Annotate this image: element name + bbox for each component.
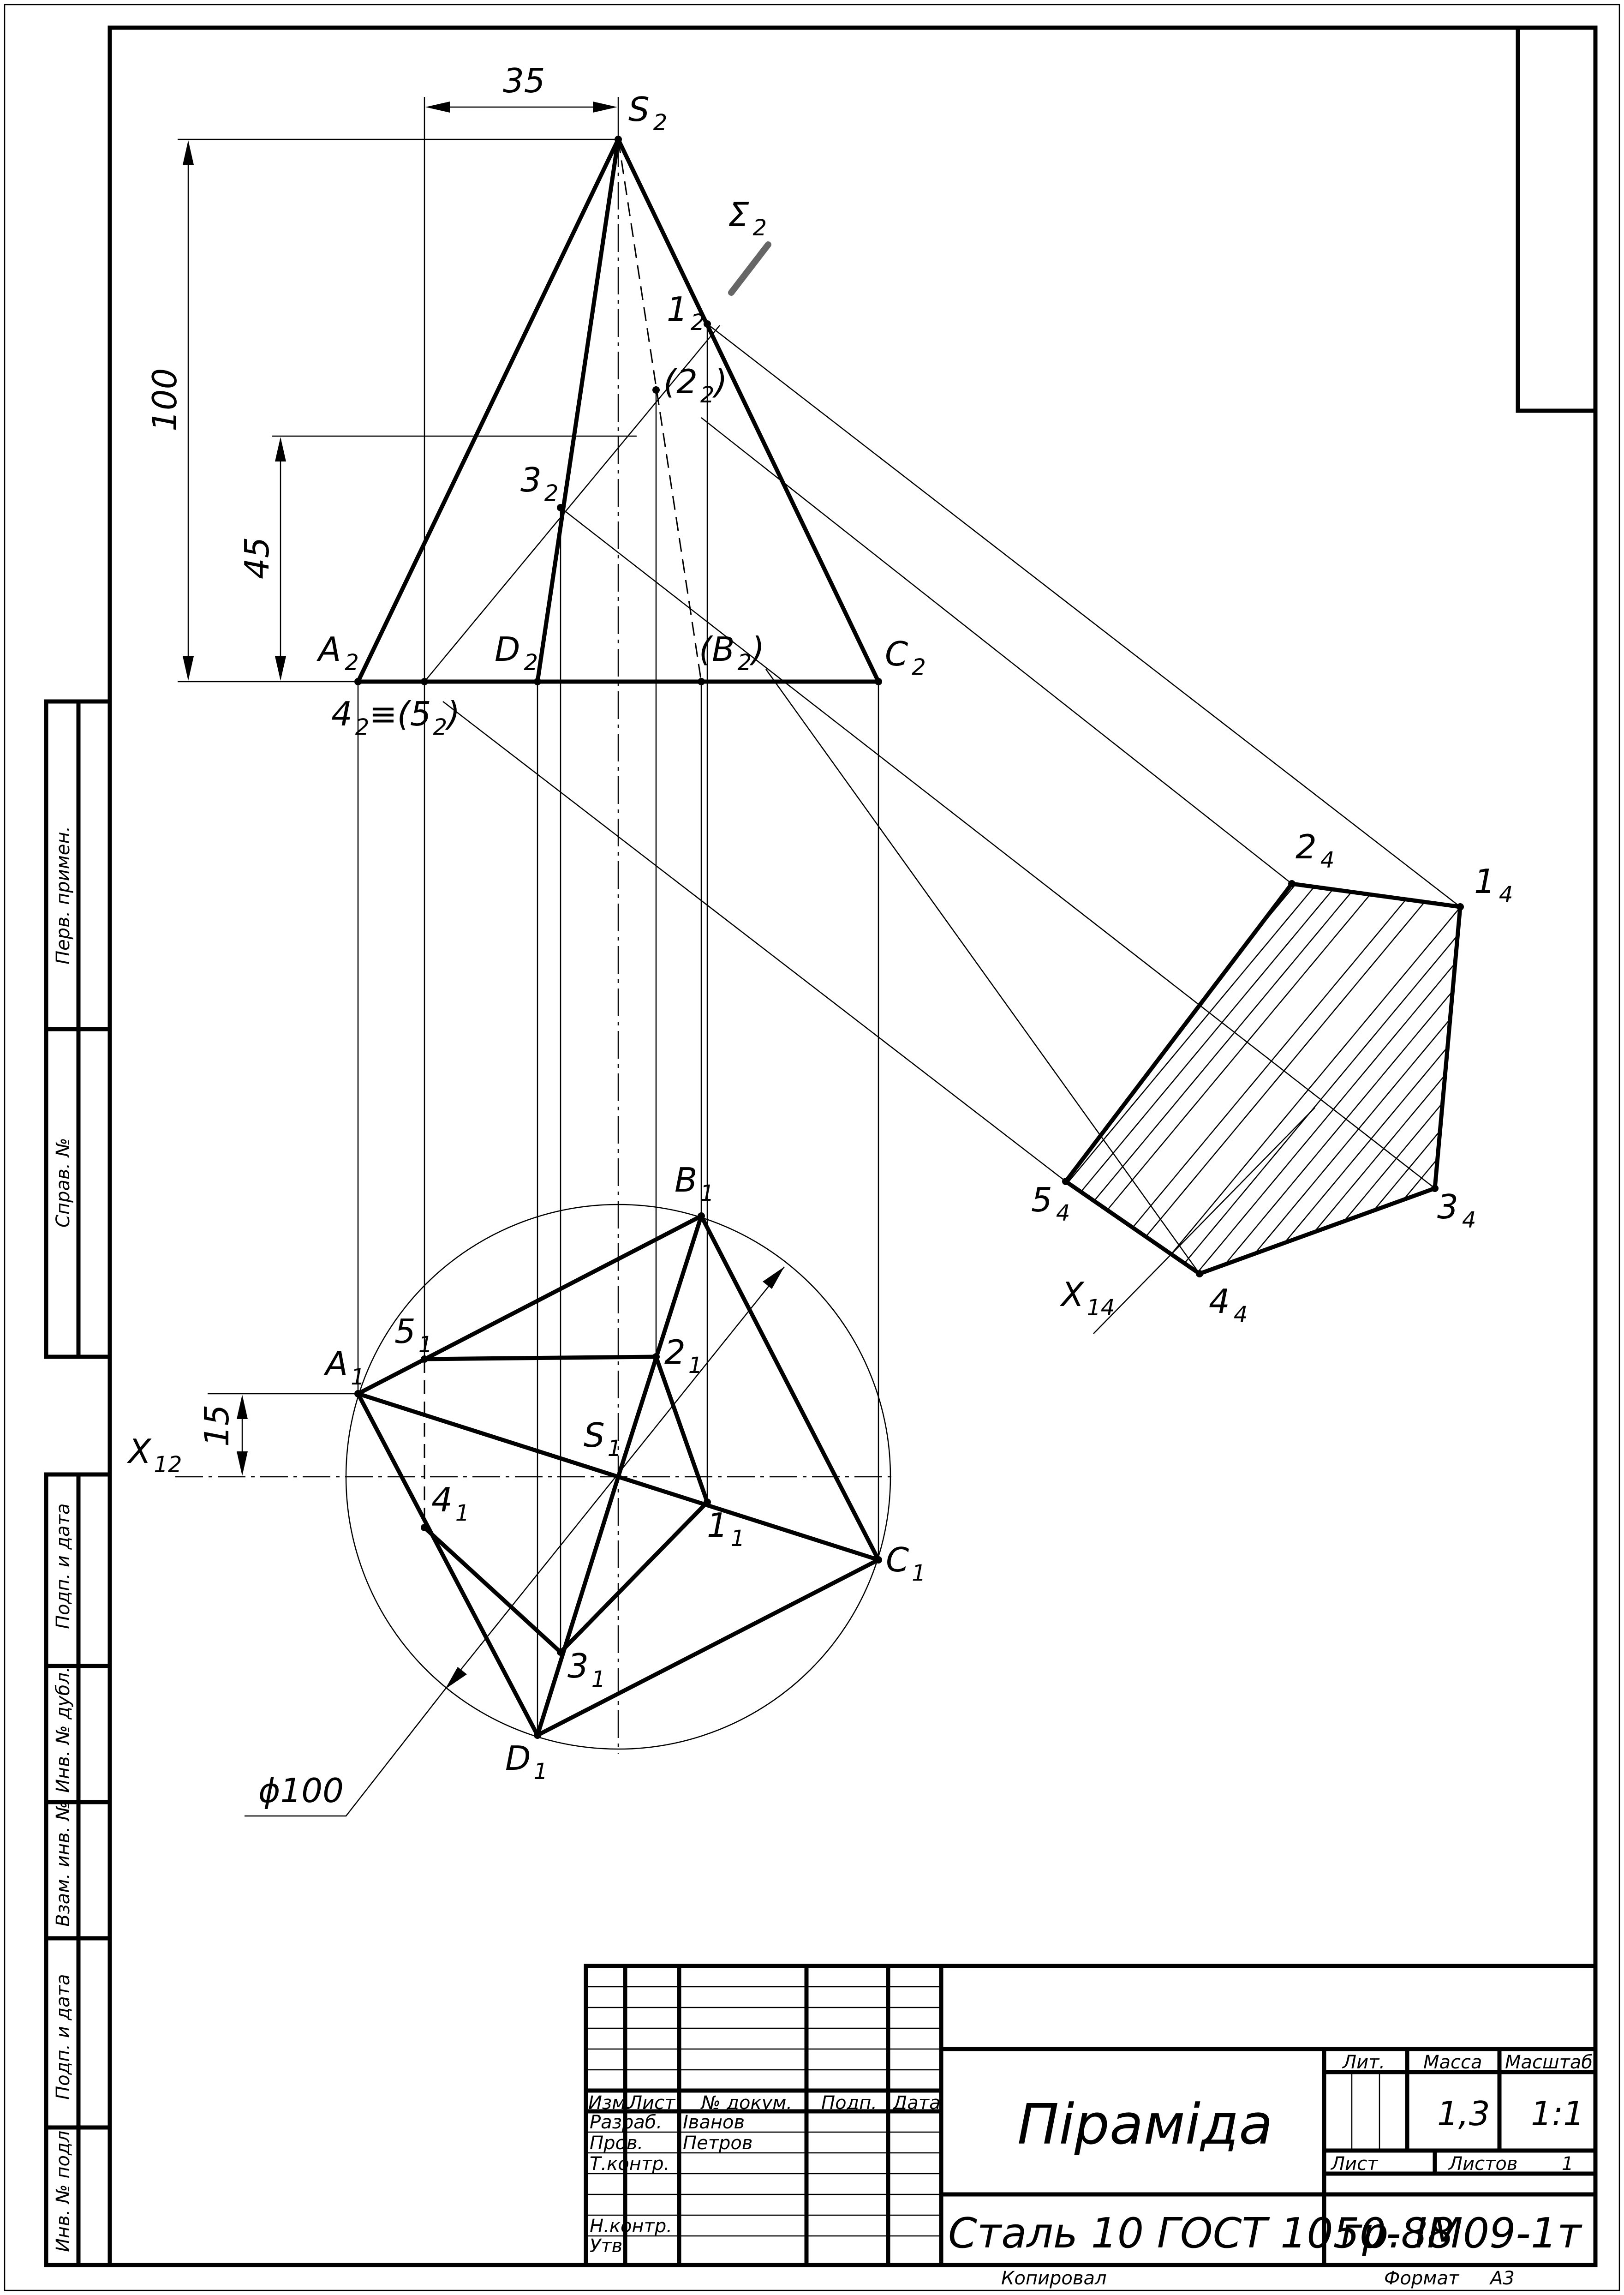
tb-name-developed: Іванов [683, 2112, 745, 2133]
tb-title: Піраміда [1017, 2093, 1273, 2157]
projection-lines [357, 139, 1461, 1754]
tb-header-list: Лист [627, 2092, 676, 2114]
stamp-perv-primen: Перв. примен. [53, 826, 74, 965]
section-hatching [1066, 884, 1460, 1274]
top-view: 15 ϕ100 [175, 1204, 895, 1817]
tb-role-tech-control: Т.контр. [590, 2153, 669, 2175]
tb-format-label: Формат [1384, 2268, 1460, 2289]
tb-role-checked: Пров. [590, 2133, 643, 2154]
tb-scale-label: Масштаб [1505, 2052, 1593, 2073]
stamp-inv-podl: Инв. № подл. [53, 2125, 74, 2252]
dim-diameter: ϕ100 [258, 1771, 344, 1810]
tb-role-approved: Утв. [590, 2235, 628, 2257]
tb-header-sign: Подп. [821, 2092, 877, 2114]
tb-material: Сталь 10 ГОСТ 1050-88 [948, 2209, 1454, 2258]
dim-15: 15 [197, 1404, 236, 1447]
stamp-vzam-inv: Взам. инв. № [53, 1801, 74, 1927]
stamp-sprav: Справ. № [53, 1138, 74, 1228]
tb-mass-value: 1,3 [1437, 2094, 1490, 2133]
tb-name-checked: Петров [683, 2133, 752, 2154]
stamp-podp-data-2: Подп. и дата [53, 1974, 74, 2100]
section-true-size [1062, 880, 1464, 1277]
tb-role-norm-control: Н.контр. [590, 2216, 672, 2237]
tb-sheets-label: Листов [1448, 2153, 1517, 2175]
tb-copied: Копировал [1001, 2268, 1107, 2289]
tb-header-date: Дата [892, 2092, 941, 2114]
tb-scale-value: 1:1 [1531, 2094, 1584, 2133]
dimensions: 35 100 45 [145, 61, 637, 683]
dim-45: 45 [238, 537, 276, 579]
tb-sheets-value: 1 [1562, 2153, 1573, 2175]
dim-35: 35 [503, 61, 545, 100]
dim-100: 100 [145, 368, 184, 431]
side-stamps: Перв. примен. Справ. № Подп. и дата Инв.… [44, 699, 112, 2267]
tb-sheet-label: Лист [1330, 2153, 1379, 2175]
tb-header-doc: № докум. [700, 2092, 792, 2114]
sheet-frame [4, 4, 1620, 2291]
stamp-inv-dubl: Инв. № дубл. [53, 1666, 74, 1793]
tb-format-value: А3 [1489, 2268, 1515, 2289]
stamp-podp-data-1: Подп. и дата [53, 1504, 74, 1629]
tb-lit-label: Лит. [1342, 2052, 1385, 2073]
tb-mass-label: Масса [1423, 2052, 1482, 2073]
tb-group: гр. ІМ09-1т [1340, 2209, 1582, 2258]
tb-role-developed: Разраб. [590, 2112, 662, 2133]
tb-header-izm: Изм. [588, 2092, 632, 2114]
title-block: Изм. Лист № докум. Подп. Дата Разраб. Ів… [584, 1964, 1598, 2289]
